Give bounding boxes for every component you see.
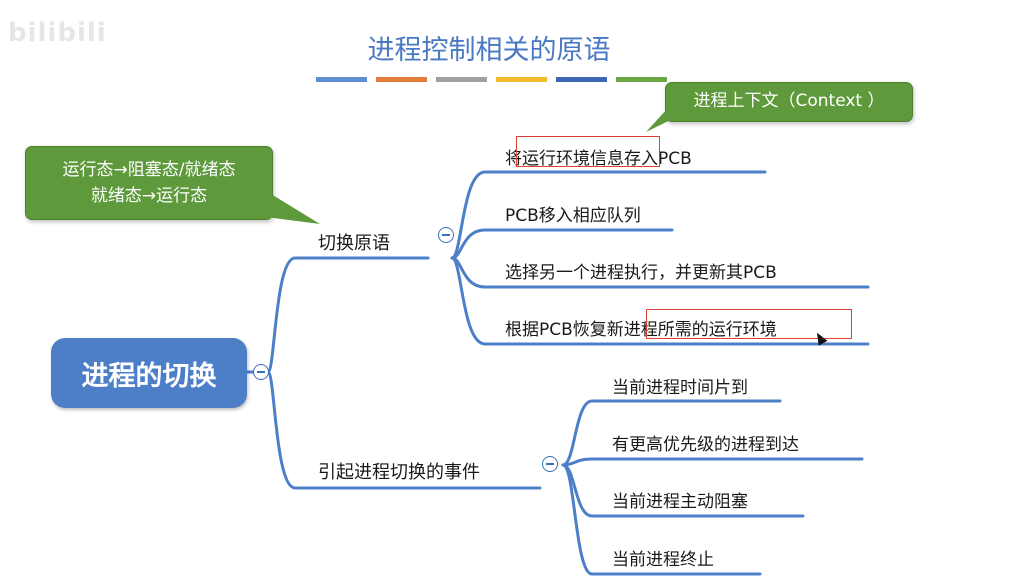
root-collapse-icon[interactable]	[253, 364, 269, 380]
bilibili-watermark: bilibili	[8, 18, 107, 48]
highlight-box-restore-context	[646, 309, 852, 339]
branch1-item-save-context[interactable]: 将运行环境信息存入PCB	[505, 149, 692, 169]
callout-states-line2: 就绪态→运行态	[90, 186, 208, 206]
callout-context-tail	[646, 108, 695, 132]
branch-switch-primitives[interactable]: 切换原语	[318, 233, 390, 254]
branch2-item-terminate[interactable]: 当前进程终止	[612, 550, 714, 570]
connector-b1-c4	[450, 256, 870, 346]
branch1-item-restore-context[interactable]: 根据PCB恢复新进程所需的运行环境	[505, 320, 777, 340]
branch2-item-time-slice[interactable]: 当前进程时间片到	[612, 378, 748, 398]
page-title: 进程控制相关的原语	[367, 35, 611, 66]
callout-state-tail	[258, 186, 320, 224]
connector-b1-c1	[450, 170, 767, 260]
color-bar	[316, 77, 667, 82]
connector-root-branch1	[266, 256, 430, 374]
color-bar-segment	[556, 77, 607, 82]
color-bar-segment	[316, 77, 367, 82]
callout-states-line1: 运行态→阻塞态/就绪态	[62, 160, 236, 180]
branch2-collapse-icon[interactable]	[542, 456, 558, 472]
root-node[interactable]: 进程的切换	[51, 338, 247, 408]
branch2-item-self-block[interactable]: 当前进程主动阻塞	[612, 492, 748, 512]
branch1-item-move-pcb[interactable]: PCB移入相应队列	[505, 206, 641, 226]
connector-root-branch2	[266, 370, 542, 490]
connector-b2-c4	[561, 463, 762, 576]
branch2-item-higher-priority[interactable]: 有更高优先级的进程到达	[612, 435, 799, 455]
color-bar-segment	[376, 77, 427, 82]
color-bar-segment	[496, 77, 547, 82]
color-bar-segment	[436, 77, 487, 82]
branch1-collapse-icon[interactable]	[438, 227, 454, 243]
branch1-item-select-process[interactable]: 选择另一个进程执行，并更新其PCB	[505, 263, 777, 283]
color-bar-segment	[616, 77, 667, 82]
branch-switch-events[interactable]: 引起进程切换的事件	[318, 462, 480, 483]
callout-state-transitions: 运行态→阻塞态/就绪态 就绪态→运行态	[25, 146, 273, 220]
connector-b1-c2	[450, 228, 674, 260]
connector-b2-c1	[561, 399, 782, 467]
highlight-box-save-context	[516, 136, 660, 167]
connector-b2-c2	[561, 457, 864, 467]
callout-context: 进程上下文（Context ）	[665, 82, 913, 122]
